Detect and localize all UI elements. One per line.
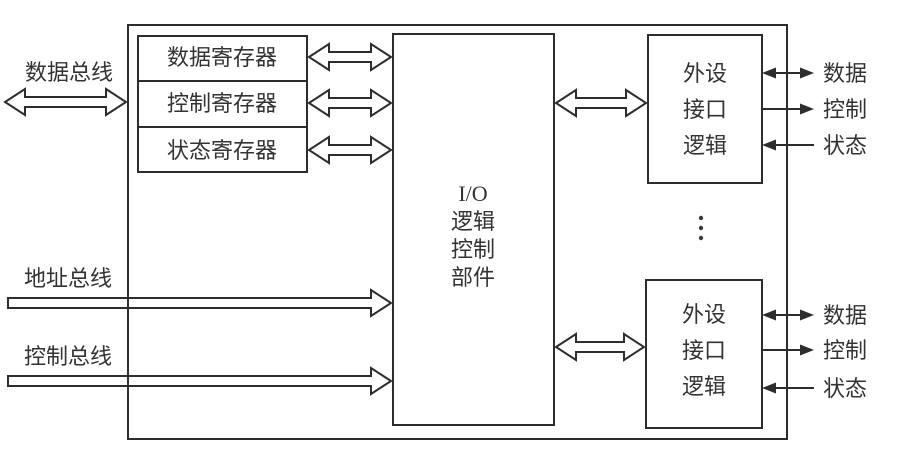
control-bus-arrow bbox=[7, 366, 393, 396]
interface-outer-box bbox=[127, 24, 788, 440]
address-bus-label: 地址总线 bbox=[24, 266, 112, 291]
io-logic-line-2: 逻辑 bbox=[451, 209, 495, 234]
address-bus-arrow bbox=[7, 288, 393, 318]
io-logic-box bbox=[392, 33, 555, 426]
hollow-arrows bbox=[3, 42, 648, 396]
peripheral-bottom-box bbox=[645, 279, 763, 429]
bottom-data-arrowhead-right bbox=[800, 309, 814, 321]
control-register-label: 控制寄存器 bbox=[167, 91, 277, 116]
control-bus-label: 控制总线 bbox=[24, 344, 112, 369]
bottom-status-arrowhead bbox=[762, 382, 776, 394]
data-bus-label: 数据总线 bbox=[25, 60, 113, 85]
peripheral-top-line-2: 接口 bbox=[683, 97, 727, 122]
bottom-data-signal-label: 数据 bbox=[823, 303, 867, 328]
top-data-arrowhead-right bbox=[800, 67, 814, 79]
peripheral-top-line-1: 外设 bbox=[683, 61, 727, 86]
boxes bbox=[127, 24, 788, 440]
peripheral-bottom-line-1: 外设 bbox=[682, 302, 726, 327]
top-control-arrowhead bbox=[800, 103, 814, 115]
io-logic-line-4: 部件 bbox=[451, 265, 495, 290]
top-status-signal-label: 状态 bbox=[823, 133, 867, 158]
top-control-signal-label: 控制 bbox=[823, 97, 867, 122]
top-data-arrowhead-left bbox=[762, 67, 776, 79]
bottom-data-arrowhead-left bbox=[762, 309, 776, 321]
status-register-double-arrow bbox=[307, 135, 393, 165]
bottom-control-signal-label: 控制 bbox=[823, 338, 867, 363]
io-to-bottom-peripheral-double-arrow bbox=[554, 332, 646, 362]
status-register-label: 状态寄存器 bbox=[167, 138, 277, 163]
bottom-control-arrowhead bbox=[800, 344, 814, 356]
data-register-label: 数据寄存器 bbox=[167, 45, 277, 70]
io-logic-line-1: I/O bbox=[458, 181, 487, 206]
peripheral-bottom-line-2: 接口 bbox=[682, 338, 726, 363]
io-to-top-peripheral-double-arrow bbox=[554, 88, 648, 118]
control-register-double-arrow bbox=[307, 88, 393, 118]
vertical-ellipsis-icon bbox=[698, 215, 704, 241]
top-status-arrowhead bbox=[762, 139, 776, 151]
peripheral-top-line-3: 逻辑 bbox=[683, 133, 727, 158]
top-signal-arrows bbox=[762, 67, 814, 151]
labels: 数据总线 地址总线 控制总线 数据寄存器 控制寄存器 状态寄存器 I/O 逻辑 … bbox=[24, 45, 867, 401]
status-register-box bbox=[137, 126, 308, 173]
data-bus-double-arrow bbox=[3, 87, 128, 117]
data-register-double-arrow bbox=[307, 42, 393, 72]
bottom-signal-arrows bbox=[762, 309, 814, 394]
peripheral-bottom-line-3: 逻辑 bbox=[682, 374, 726, 399]
io-logic-line-3: 控制 bbox=[451, 237, 495, 262]
bottom-status-signal-label: 状态 bbox=[823, 376, 867, 401]
top-data-signal-label: 数据 bbox=[823, 61, 867, 86]
